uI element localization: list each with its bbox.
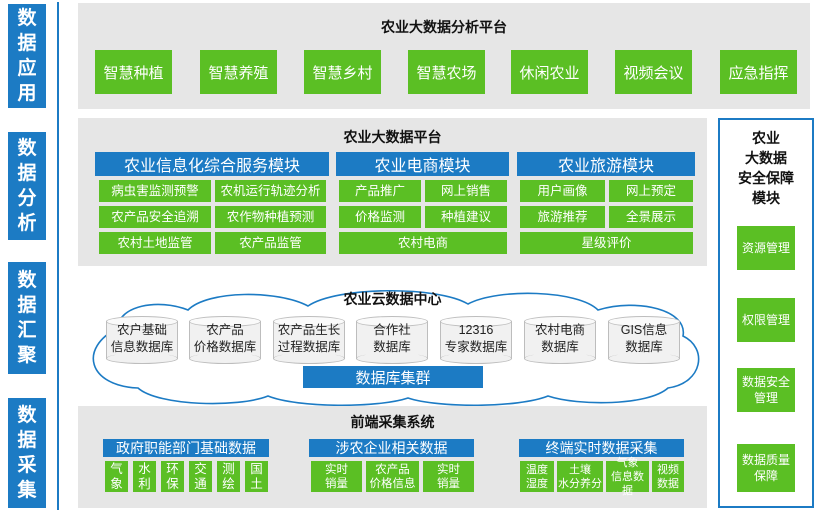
module-item-star-rating[interactable]: 星级评价 bbox=[520, 232, 693, 254]
analysis-layer-title: 农业大数据平台 bbox=[343, 129, 442, 145]
database-name: 农村电商 bbox=[534, 323, 585, 337]
module-item-product-supervision[interactable]: 农产品监管 bbox=[215, 232, 326, 254]
collect-item-realtime-sales-2[interactable]: 实时销量 bbox=[423, 461, 474, 492]
app-button-smart-village[interactable]: 智慧乡村 bbox=[304, 50, 381, 94]
database-name: 农产品生长 bbox=[277, 323, 341, 337]
app-button-smart-breeding[interactable]: 智慧养殖 bbox=[200, 50, 277, 94]
sidebar-label-analysis: 数据分析 bbox=[8, 132, 46, 240]
collect-item-water[interactable]: 水利 bbox=[133, 461, 156, 492]
module-item-travel-recommend[interactable]: 旅游推荐 bbox=[520, 206, 605, 228]
collect-item-video[interactable]: 视频数据 bbox=[652, 461, 684, 492]
module-item-online-booking[interactable]: 网上预定 bbox=[609, 180, 693, 202]
security-item-resource[interactable]: 资源管理 bbox=[737, 226, 795, 270]
module-header-info-service: 农业信息化综合服务模块 bbox=[95, 152, 329, 176]
module-item-crop-forecast[interactable]: 农作物种植预测 bbox=[215, 206, 326, 228]
database-cylinder[interactable]: GIS信息数据库 bbox=[608, 316, 680, 364]
database-name: GIS信息 bbox=[620, 323, 668, 337]
module-item-machinery-track[interactable]: 农机运行轨迹分析 bbox=[215, 180, 326, 202]
module-item-promotion[interactable]: 产品推广 bbox=[339, 180, 421, 202]
database-name: 数据库 bbox=[625, 340, 663, 354]
database-cylinder[interactable]: 农村电商数据库 bbox=[524, 316, 596, 364]
database-name: 12316 bbox=[458, 323, 494, 337]
module-item-land-supervision[interactable]: 农村土地监管 bbox=[99, 232, 211, 254]
sidebar-label-application: 数据应用 bbox=[8, 4, 46, 108]
module-item-online-sales[interactable]: 网上销售 bbox=[425, 180, 507, 202]
collect-item-land[interactable]: 国土 bbox=[245, 461, 268, 492]
module-header-ecommerce: 农业电商模块 bbox=[336, 152, 509, 176]
database-name: 数据库 bbox=[541, 340, 579, 354]
database-cylinder[interactable]: 农产品生长过程数据库 bbox=[273, 316, 345, 364]
security-item-permission[interactable]: 权限管理 bbox=[737, 298, 795, 342]
collect-item-environment[interactable]: 环保 bbox=[161, 461, 184, 492]
app-button-smart-farm[interactable]: 智慧农场 bbox=[408, 50, 485, 94]
database-cylinder[interactable]: 农产品价格数据库 bbox=[189, 316, 261, 364]
collect-item-soil[interactable]: 土壤水分养分 bbox=[557, 461, 603, 492]
app-button-emergency-command[interactable]: 应急指挥 bbox=[720, 50, 797, 94]
collect-item-realtime-sales[interactable]: 实时销量 bbox=[311, 461, 362, 492]
collect-item-traffic[interactable]: 交通 bbox=[189, 461, 212, 492]
app-button-leisure-agriculture[interactable]: 休闲农业 bbox=[511, 50, 588, 94]
database-name: 价格数据库 bbox=[193, 340, 257, 354]
database-name: 农户基础 bbox=[116, 323, 167, 337]
module-item-panorama[interactable]: 全景展示 bbox=[609, 206, 693, 228]
database-cylinder[interactable]: 12316 专家数据库 bbox=[440, 316, 512, 364]
sidebar-divider bbox=[57, 2, 59, 510]
collect-group-header-enterprise: 涉农企业相关数据 bbox=[309, 439, 474, 457]
database-name: 数据库 bbox=[373, 340, 411, 354]
module-item-pest-warning[interactable]: 病虫害监测预警 bbox=[99, 180, 211, 202]
collect-item-temp-humidity[interactable]: 温度湿度 bbox=[520, 461, 554, 492]
sidebar-label-aggregation: 数据汇聚 bbox=[8, 262, 46, 374]
database-name: 合作社 bbox=[373, 323, 411, 337]
collect-item-product-price[interactable]: 农产品价格信息 bbox=[366, 461, 419, 492]
database-cluster-label: 数据库集群 bbox=[303, 366, 483, 388]
collect-item-survey[interactable]: 测绘 bbox=[217, 461, 240, 492]
module-item-rural-ecommerce[interactable]: 农村电商 bbox=[339, 232, 507, 254]
app-button-video-conference[interactable]: 视频会议 bbox=[615, 50, 692, 94]
app-button-smart-planting[interactable]: 智慧种植 bbox=[95, 50, 172, 94]
module-item-price-monitor[interactable]: 价格监测 bbox=[339, 206, 421, 228]
security-item-data-security[interactable]: 数据安全管理 bbox=[737, 368, 795, 412]
database-name: 过程数据库 bbox=[277, 340, 341, 354]
module-item-safety-trace[interactable]: 农产品安全追溯 bbox=[99, 206, 211, 228]
module-item-planting-advice[interactable]: 种植建议 bbox=[425, 206, 507, 228]
application-layer-title: 农业大数据分析平台 bbox=[381, 19, 507, 35]
collect-item-weather-info[interactable]: 气象信息数据 bbox=[606, 457, 649, 497]
database-cylinder[interactable]: 合作社数据库 bbox=[356, 316, 428, 364]
module-item-user-profile[interactable]: 用户画像 bbox=[520, 180, 605, 202]
collect-item-weather[interactable]: 气象 bbox=[105, 461, 128, 492]
module-header-tourism: 农业旅游模块 bbox=[517, 152, 695, 176]
security-module-title: 农业 大数据 安全保障 模块 bbox=[738, 130, 794, 206]
database-cylinder[interactable]: 农户基础信息数据库 bbox=[106, 316, 178, 364]
sidebar-label-collection: 数据采集 bbox=[8, 398, 46, 508]
collect-group-header-terminal: 终端实时数据采集 bbox=[519, 439, 684, 457]
database-name: 农产品 bbox=[206, 323, 244, 337]
database-name: 信息数据库 bbox=[110, 340, 174, 354]
database-name: 专家数据库 bbox=[444, 340, 508, 354]
collect-group-header-government: 政府职能部门基础数据 bbox=[103, 439, 269, 457]
cloud-layer-title: 农业云数据中心 bbox=[343, 291, 442, 307]
collection-layer-title: 前端采集系统 bbox=[350, 414, 435, 430]
security-item-data-quality[interactable]: 数据质量保障 bbox=[737, 444, 795, 492]
